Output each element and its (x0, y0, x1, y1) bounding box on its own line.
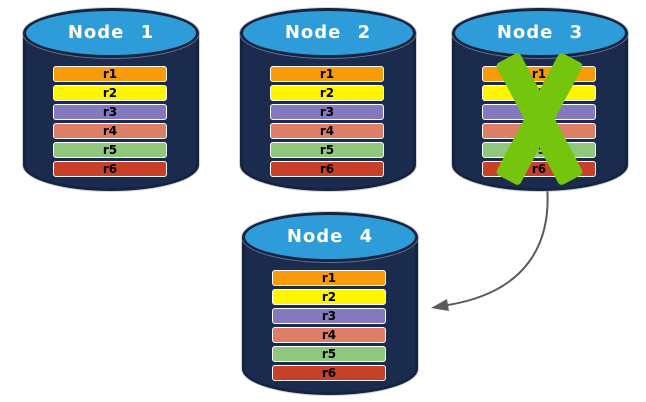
node-2: r1 r2 r3 r4 r5 r6 Node 2 (240, 8, 416, 191)
node-1: r1 r2 r3 r4 r5 r6 Node 1 (23, 8, 199, 191)
replica-row-label: r4 (102, 124, 118, 138)
replica-row-r6: r6 (272, 365, 386, 381)
replica-row-r6: r6 (53, 161, 167, 177)
replica-stack: r1 r2 r3 r4 r5 r6 (53, 66, 167, 177)
cylinder-top: Node 2 (240, 8, 416, 58)
node-label: Node 1 (67, 22, 155, 43)
replica-row-r3: r3 (270, 104, 384, 120)
replica-row-label: r5 (102, 143, 118, 157)
failover-arrow-line (447, 184, 549, 306)
replica-row-label: r2 (102, 86, 118, 100)
x-mark-icon (452, 8, 628, 191)
replica-row-r5: r5 (270, 142, 384, 158)
replica-row-label: r6 (319, 162, 335, 176)
replica-row-r2: r2 (272, 289, 386, 305)
replica-row-r1: r1 (272, 270, 386, 286)
replica-row-label: r5 (321, 347, 337, 361)
replica-row-label: r3 (321, 309, 337, 323)
replica-row-r2: r2 (270, 85, 384, 101)
replica-row-r4: r4 (272, 327, 386, 343)
cylinder-top: Node 4 (242, 212, 418, 262)
node-4: r1 r2 r3 r4 r5 r6 Node 4 (242, 212, 418, 395)
failover-arrowhead-icon (431, 299, 449, 311)
replica-row-label: r6 (321, 366, 337, 380)
replica-row-r5: r5 (53, 142, 167, 158)
replica-row-label: r6 (531, 162, 547, 176)
replica-row-r4: r4 (53, 123, 167, 139)
replica-row-label: r3 (102, 105, 118, 119)
replica-row-label: r5 (319, 143, 335, 157)
replica-row-r1: r1 (270, 66, 384, 82)
node-label: Node 3 (496, 22, 584, 43)
replica-row-label: r4 (319, 124, 335, 138)
replica-row-label: r1 (531, 67, 547, 81)
replica-stack: r1 r2 r3 r4 r5 r6 (270, 66, 384, 177)
replica-row-r4: r4 (270, 123, 384, 139)
node-label: Node 2 (284, 22, 372, 43)
replica-stack: r1 r2 r3 r4 r5 r6 (272, 270, 386, 381)
replica-row-r3: r3 (272, 308, 386, 324)
replica-row-label: r6 (102, 162, 118, 176)
replica-row-r2: r2 (53, 85, 167, 101)
cylinder-top: Node 3 (452, 8, 628, 58)
replica-row-label: r1 (102, 67, 118, 81)
node-label: Node 4 (286, 226, 374, 247)
replica-row-r5: r5 (272, 346, 386, 362)
replica-row-r3: r3 (53, 104, 167, 120)
replica-row-r1: r1 (53, 66, 167, 82)
replica-row-r6: r6 (270, 161, 384, 177)
replica-row-label: r1 (319, 67, 335, 81)
replica-row-label: r3 (319, 105, 335, 119)
node-3: r1 r2 r3 r4 r5 r6 Node 3 (452, 8, 628, 191)
replica-row-label: r1 (321, 271, 337, 285)
cylinder-top: Node 1 (23, 8, 199, 58)
replica-row-label: r2 (319, 86, 335, 100)
replica-row-label: r4 (321, 328, 337, 342)
replica-row-label: r2 (321, 290, 337, 304)
